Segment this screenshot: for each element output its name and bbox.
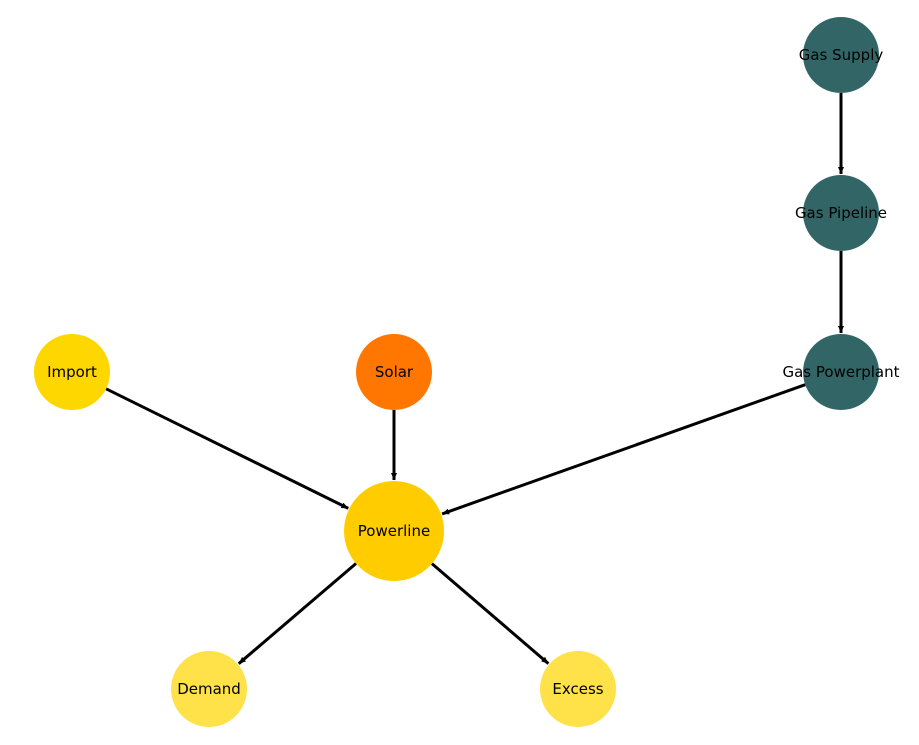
node-import: Import [34, 334, 110, 410]
node-excess: Excess [540, 651, 616, 727]
edge-import-to-powerline [105, 387, 349, 510]
node-label-excess: Excess [552, 680, 603, 698]
node-circle-demand [171, 651, 247, 727]
node-label-gas-pipeline: Gas Pipeline [795, 204, 887, 222]
node-circle-solar [356, 334, 432, 410]
node-label-solar: Solar [375, 363, 414, 381]
node-label-powerline: Powerline [358, 522, 430, 540]
node-label-demand: Demand [177, 680, 241, 698]
edge-powerline-to-demand [237, 562, 357, 665]
node-label-gas-powerplant: Gas Powerplant [782, 363, 899, 381]
edges-layer [105, 93, 844, 665]
node-gas-supply: Gas Supply [799, 17, 884, 93]
node-label-import: Import [47, 363, 97, 381]
edge-gas-powerplant-to-powerline [441, 383, 806, 516]
node-circle-gas-powerplant [803, 334, 879, 410]
node-circle-gas-pipeline [803, 175, 879, 251]
node-circle-powerline [344, 481, 444, 581]
edge-powerline-to-excess [430, 562, 550, 665]
node-demand: Demand [171, 651, 247, 727]
node-circle-import [34, 334, 110, 410]
node-circle-excess [540, 651, 616, 727]
node-solar: Solar [356, 334, 432, 410]
node-gas-powerplant: Gas Powerplant [782, 334, 900, 410]
node-label-gas-supply: Gas Supply [799, 46, 884, 64]
node-circle-gas-supply [803, 17, 879, 93]
node-powerline: Powerline [344, 481, 444, 581]
node-gas-pipeline: Gas Pipeline [795, 175, 887, 251]
